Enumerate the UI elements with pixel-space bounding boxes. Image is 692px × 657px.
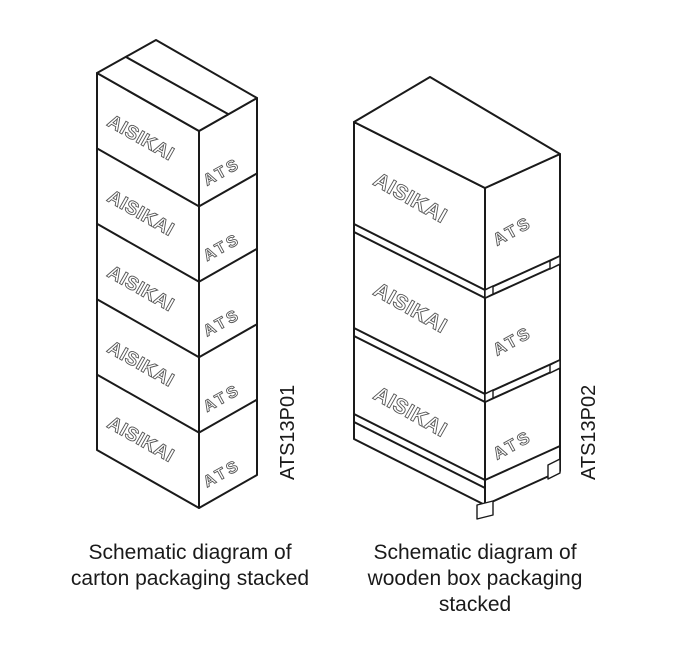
wooden-caption-line2: wooden box packaging — [367, 567, 583, 590]
carton-box-divider — [198, 398, 258, 434]
wooden-caption-line1: Schematic diagram of — [373, 541, 577, 564]
wooden-pallet-line — [353, 413, 486, 481]
wooden-separator-bottom — [353, 335, 486, 403]
wooden-separator-top — [353, 327, 486, 395]
wooden-separator-bottom — [484, 367, 561, 403]
carton-box-divider — [198, 247, 258, 283]
carton-box-divider — [198, 172, 258, 208]
carton-box-divider — [96, 147, 200, 208]
carton-box-divider — [96, 298, 200, 359]
wooden-pallet-foot — [547, 458, 561, 480]
wooden-pallet-line — [484, 445, 561, 481]
wooden-corner-block — [484, 389, 494, 403]
wooden-separator-top — [353, 223, 486, 291]
wooden-separator-bottom — [353, 231, 486, 299]
wooden-corner-block — [549, 359, 561, 374]
wooden-corner-block — [484, 285, 494, 299]
carton-box-divider — [96, 373, 200, 434]
carton-tape-line — [125, 56, 229, 115]
wooden-separator-top — [484, 255, 561, 291]
wooden-caption-line3: stacked — [438, 593, 512, 616]
wooden-separator-top — [484, 359, 561, 395]
wooden-pallet-line — [353, 421, 486, 489]
carton-caption-line1: Schematic diagram of — [88, 541, 292, 564]
carton-box-divider — [198, 323, 258, 359]
wooden-pallet-foot — [476, 500, 494, 520]
carton-caption-line2: carton packaging stacked — [70, 567, 310, 590]
wooden-model-code: ATS13P02 — [578, 384, 600, 480]
wooden-separator-bottom — [484, 263, 561, 299]
wooden-caption: Schematic diagram of wooden box packagin… — [325, 540, 625, 618]
carton-caption: Schematic diagram of carton packaging st… — [40, 540, 340, 592]
wooden-corner-block — [549, 255, 561, 270]
carton-box-divider — [96, 222, 200, 283]
wooden-top-face — [353, 76, 561, 189]
carton-stack: AISIKAIATSAISIKAIATSAISIKAIATSAISIKAIATS… — [96, 39, 258, 509]
carton-model-code: ATS13P01 — [277, 384, 299, 480]
